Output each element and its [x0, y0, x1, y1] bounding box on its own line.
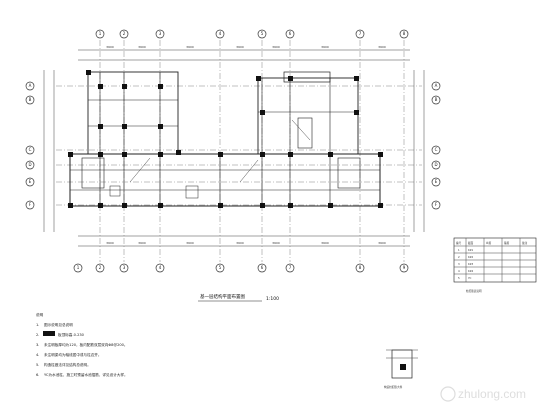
svg-text:4: 4	[219, 31, 222, 36]
svg-text:4: 4	[159, 265, 162, 270]
svg-text:C: C	[435, 147, 438, 152]
slab-hatch-icon	[43, 331, 55, 336]
dim-bottom-4: 3600	[236, 241, 244, 245]
svg-text:B: B	[29, 97, 32, 102]
svg-text:D: D	[434, 162, 437, 167]
svg-text:2: 2	[99, 265, 102, 270]
watermark-text: zhulong.com	[458, 387, 526, 401]
dimension-lines: 3600 3600 3600 3600 3600 3600 3600 3600 …	[43, 45, 425, 247]
svg-text:4.: 4.	[36, 353, 39, 357]
svg-text:5.: 5.	[36, 363, 39, 367]
svg-text:9: 9	[403, 265, 406, 270]
notes-block: 说明 1. 图示说明见总说明 2. 板顶标高-0.230 3. 未注明板厚均为120，…	[36, 312, 128, 377]
detail-drawing: 构造柱配筋大样	[384, 349, 418, 389]
svg-text:2: 2	[123, 31, 126, 36]
dim-top-7: 3600	[378, 45, 386, 49]
svg-text:4: 4	[458, 269, 460, 273]
svg-text:5: 5	[261, 31, 264, 36]
dim-bottom-1: 3600	[106, 241, 114, 245]
note-2: 板顶标高-0.230	[58, 332, 85, 337]
dim-top-3: 3600	[186, 45, 194, 49]
svg-text:1: 1	[99, 31, 102, 36]
svg-text:8: 8	[403, 31, 406, 36]
dim-bottom-5: 3600	[272, 241, 280, 245]
svg-text:D: D	[28, 162, 31, 167]
grid-bubbles-bottom: 1 2 3 4 5 6 7 8 9	[73, 263, 409, 273]
dim-top-1: 3600	[106, 45, 114, 49]
svg-text:F: F	[29, 202, 32, 207]
svg-text:6.: 6.	[36, 373, 39, 377]
dim-top-4: 3600	[236, 45, 244, 49]
note-6: YC为水池柱，施工时预留水池插筋，详见设计大样。	[44, 372, 128, 377]
svg-text:编号: 编号	[456, 241, 462, 245]
svg-text:6: 6	[289, 31, 292, 36]
svg-text:A: A	[435, 83, 438, 88]
svg-text:KZ3: KZ3	[468, 262, 473, 266]
svg-text:B: B	[435, 97, 438, 102]
svg-text:7: 7	[289, 265, 292, 270]
dim-bottom-7: 3600	[378, 241, 386, 245]
note-4: 未注明梁均为轴线居中或与柱边齐。	[44, 352, 102, 357]
svg-text:2.: 2.	[36, 333, 39, 337]
svg-text:纵筋: 纵筋	[486, 241, 492, 245]
building-outline	[69, 71, 381, 207]
svg-text:F: F	[435, 202, 438, 207]
column-schedule-table: 编号 截面 纵筋 箍筋 备注 1 KZ1 2 KZ2 3 KZ3 4 KZ4 5 YC 柱…	[453, 237, 537, 293]
svg-text:5: 5	[219, 265, 222, 270]
svg-text:1: 1	[458, 248, 460, 252]
svg-text:1.: 1.	[36, 323, 39, 327]
svg-text:3: 3	[458, 262, 460, 266]
table-caption: 柱配筋表说明	[466, 289, 482, 293]
svg-text:6: 6	[261, 265, 264, 270]
detail-caption: 构造柱配筋大样	[384, 385, 403, 389]
dim-bottom-3: 3600	[186, 241, 194, 245]
dim-top-5: 3600	[272, 45, 280, 49]
svg-text:3: 3	[123, 265, 126, 270]
svg-text:箍筋: 箍筋	[504, 241, 510, 245]
dim-top-6: 3600	[321, 45, 329, 49]
svg-text:KZ1: KZ1	[468, 248, 473, 252]
note-5: 构造柱做法详见结构总说明。	[44, 362, 91, 367]
dim-top-2: 3600	[138, 45, 146, 49]
svg-text:1: 1	[77, 265, 80, 270]
dim-bottom-6: 3600	[321, 241, 329, 245]
note-1: 图示说明见总说明	[44, 322, 73, 327]
notes-heading: 说明	[36, 312, 44, 317]
dim-bottom-2: 3600	[138, 241, 146, 245]
svg-text:KZ4: KZ4	[468, 269, 473, 273]
grid-bubbles-right: A B C D E F	[431, 81, 441, 210]
svg-text:8: 8	[359, 265, 362, 270]
svg-text:5: 5	[458, 276, 460, 280]
svg-text:备注: 备注	[522, 241, 528, 245]
svg-text:A: A	[29, 83, 32, 88]
svg-text:7: 7	[359, 31, 362, 36]
svg-text:截面: 截面	[468, 241, 474, 245]
plan-title: 基一层结构平面布置图	[200, 293, 245, 300]
grid-bubbles-left: A B C D E F	[25, 81, 35, 210]
svg-text:2: 2	[458, 255, 460, 259]
svg-text:3.: 3.	[36, 343, 39, 347]
svg-text:3: 3	[159, 31, 162, 36]
axis-lines	[56, 40, 422, 262]
watermark-logo: zhulong.com	[440, 386, 526, 402]
svg-text:C: C	[29, 147, 32, 152]
svg-text:E: E	[435, 179, 438, 184]
svg-text:E: E	[29, 179, 32, 184]
columns	[68, 70, 383, 208]
note-3: 未注明板厚均为120，板内配筋双层双向Φ8@200。	[44, 342, 128, 347]
svg-text:KZ2: KZ2	[468, 255, 473, 259]
plan-title-block: 基一层结构平面布置图 1:100	[198, 293, 279, 302]
grid-bubbles-top: 1 2 3 4 5 6 7 8	[95, 29, 409, 39]
svg-text:YC: YC	[468, 276, 471, 280]
plan-scale: 1:100	[266, 296, 279, 302]
